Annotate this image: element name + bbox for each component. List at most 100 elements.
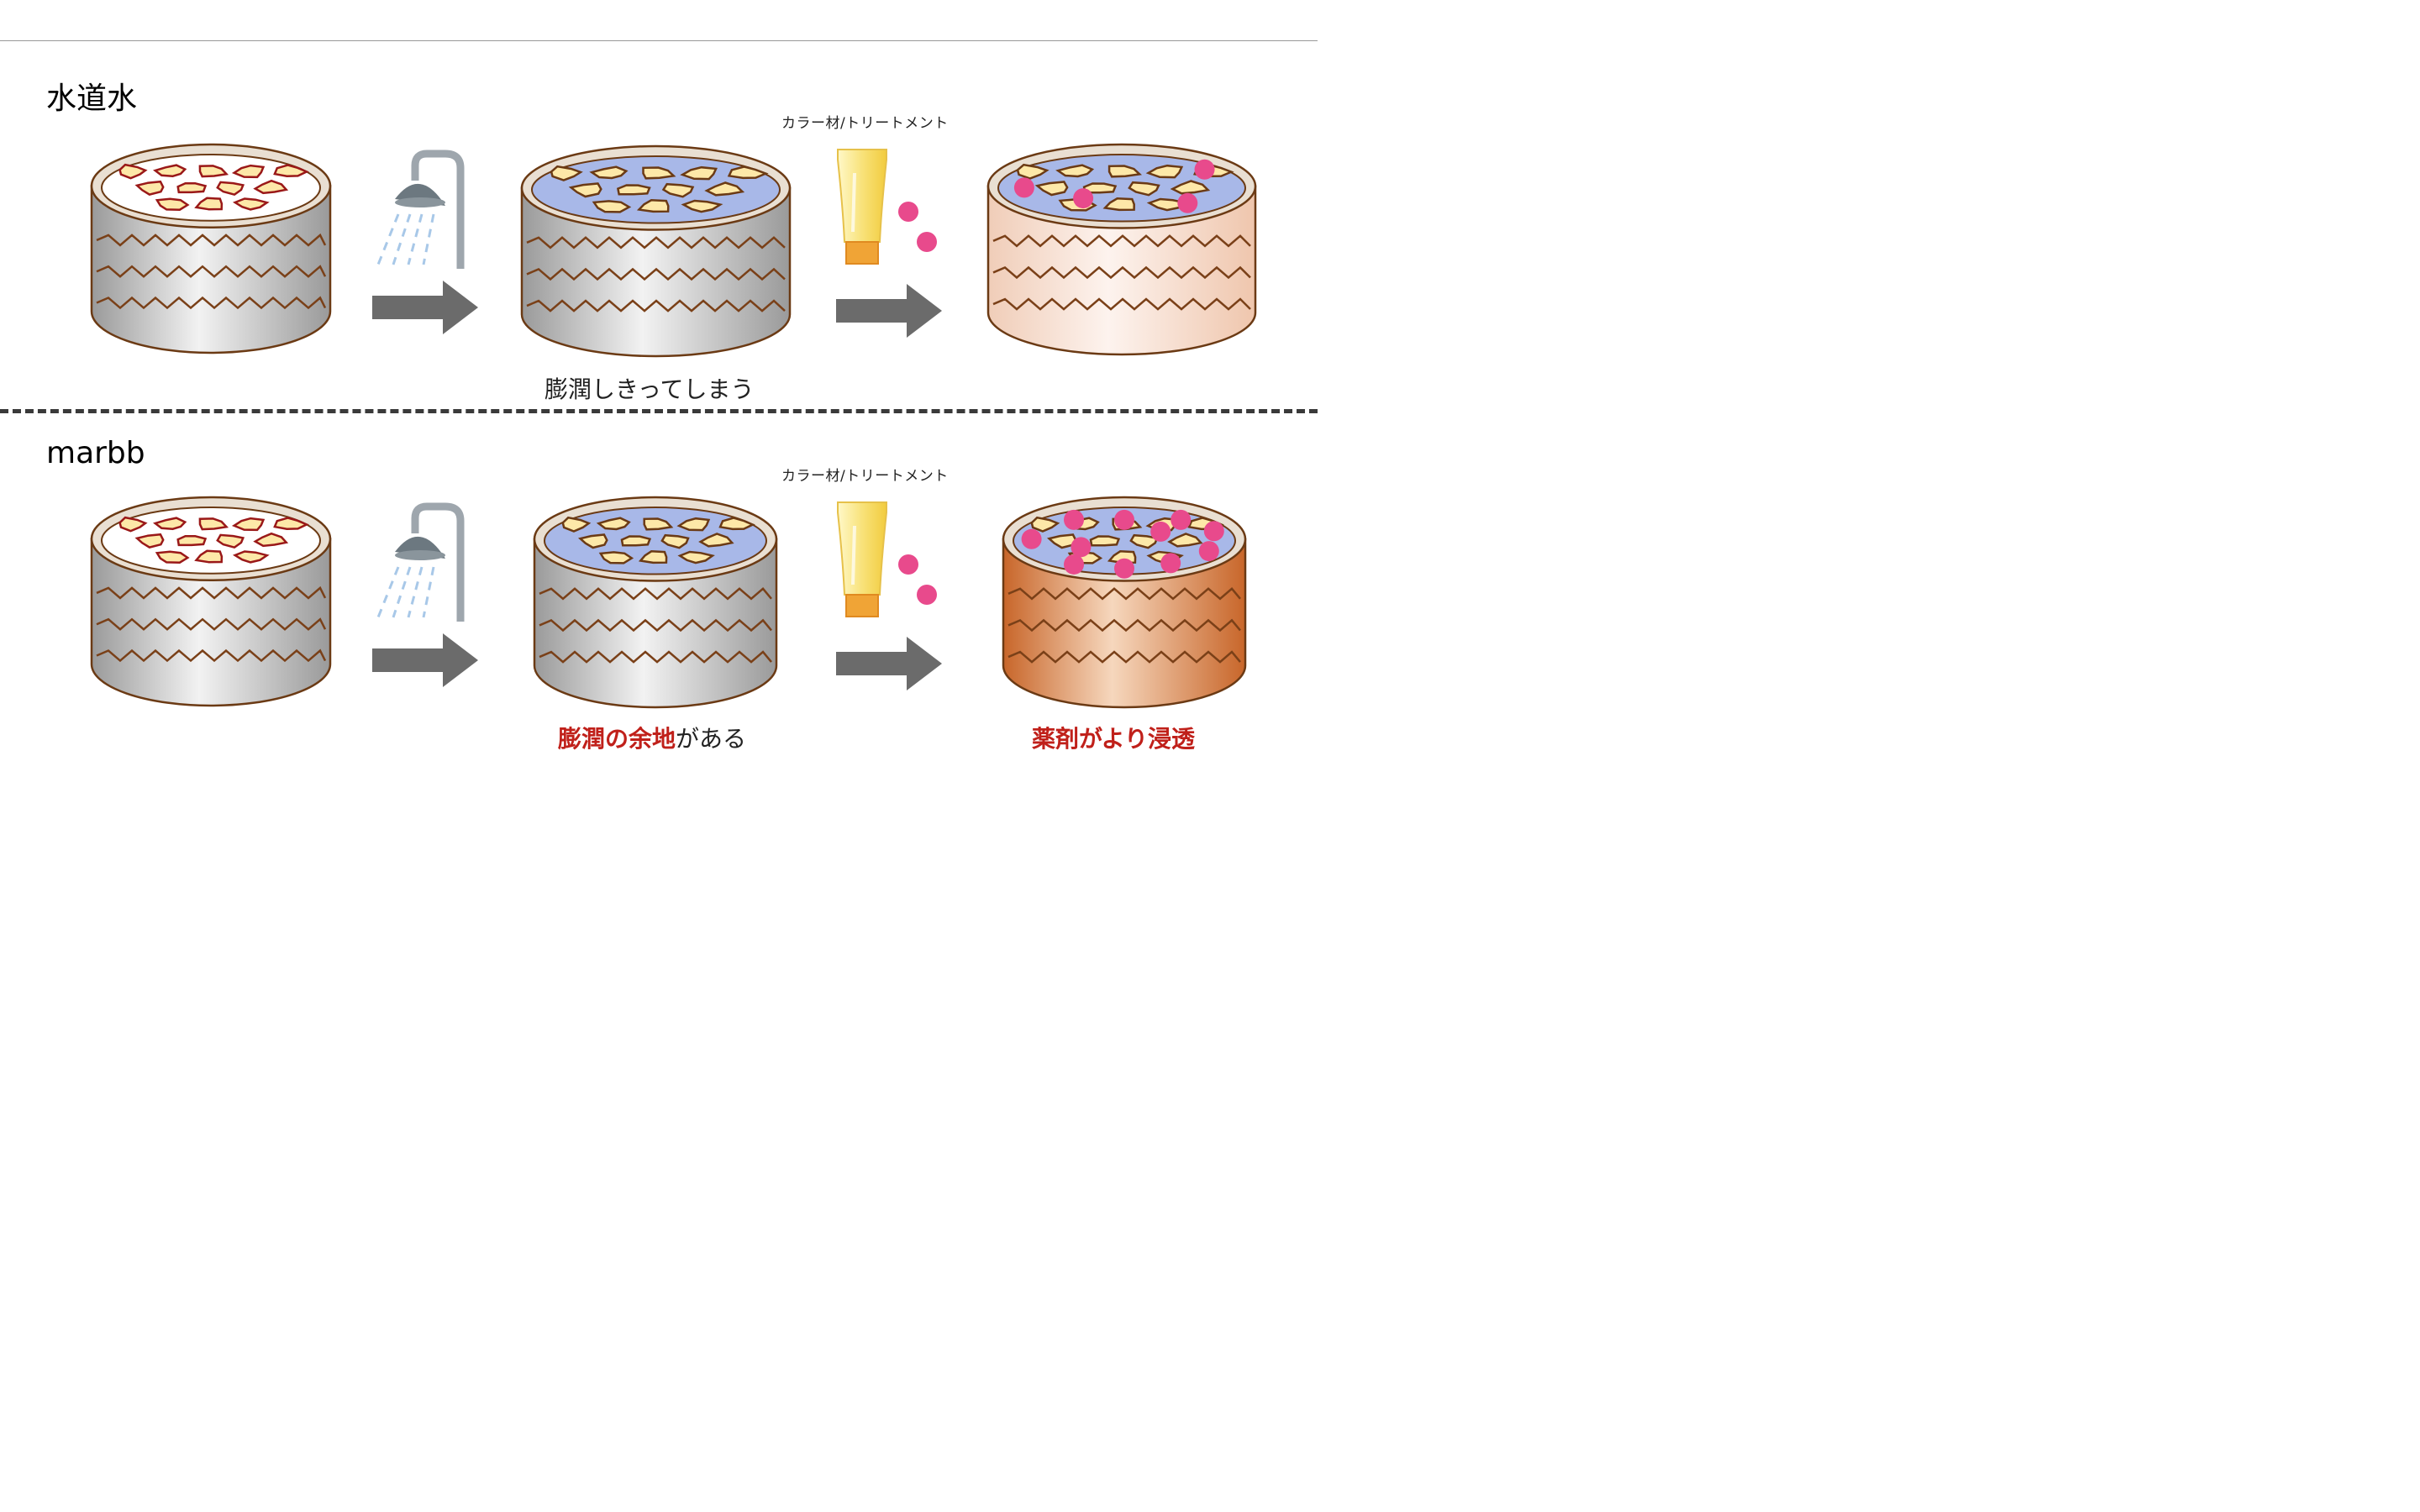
cuticle-line — [539, 587, 772, 601]
dye-dot — [1160, 553, 1181, 574]
cuticle-line — [526, 267, 786, 281]
cortex-cell — [561, 516, 592, 533]
water-stream — [422, 566, 435, 618]
cortex-cell — [155, 197, 190, 211]
cortex-cell — [253, 532, 289, 548]
fiber-partial-2 — [533, 496, 778, 709]
fiber-result-2 — [1002, 496, 1247, 709]
cortex-cell — [616, 184, 651, 196]
cortex-cell — [598, 551, 634, 564]
dye-dot — [1071, 537, 1092, 558]
cortex-cell — [1016, 163, 1050, 180]
water-stream — [376, 213, 400, 265]
cortex-cell — [589, 165, 629, 180]
tube-icon — [837, 149, 937, 265]
dye-dot — [1013, 177, 1034, 198]
cortex-cell — [660, 533, 690, 549]
cuticle-line — [539, 650, 772, 664]
tube-body — [837, 149, 887, 243]
cortex-cell — [176, 534, 208, 547]
caption-more-penetration: 薬剤がより浸透 — [1032, 725, 1196, 753]
cortex-cell — [1034, 181, 1069, 197]
row-label-marbb: marbb — [46, 436, 145, 470]
cortex-cell — [152, 164, 187, 178]
cortex-cell — [680, 165, 718, 181]
cortex-cell — [198, 165, 229, 178]
dye-dot — [1203, 521, 1224, 542]
caption-rest: がある — [676, 725, 747, 753]
dye-dot — [1114, 509, 1134, 530]
cortex-cell — [118, 163, 148, 180]
dye-dot — [1171, 509, 1192, 530]
cortex-cell — [231, 164, 266, 179]
cortex-cell — [592, 200, 632, 213]
fiber-wall — [90, 538, 332, 707]
dye-dot — [1198, 541, 1219, 562]
cuticle-line — [96, 233, 327, 247]
cortex-cell — [152, 517, 187, 531]
cortex-cell — [642, 166, 676, 180]
cuticle-line — [1007, 587, 1241, 601]
dye-dot — [1021, 528, 1042, 549]
cortex-cell — [681, 199, 723, 213]
cuticle-line — [96, 296, 327, 310]
cortex-cell — [1055, 164, 1095, 178]
cortex-cell — [118, 516, 148, 533]
fiber-dry-2 — [90, 496, 332, 707]
cortex-cell — [194, 197, 224, 211]
cortex-cell — [176, 181, 208, 194]
cortex-cell — [727, 165, 769, 180]
cortex-cell — [661, 182, 695, 198]
dye-dot — [1194, 159, 1215, 180]
tube-body — [837, 501, 887, 596]
fiber-wall — [986, 185, 1257, 356]
cortex-cell — [1170, 180, 1211, 195]
cortex-cell — [1046, 533, 1077, 549]
cuticle-line — [526, 236, 786, 249]
fiber-swollen-1 — [520, 144, 792, 358]
cuticle-line — [96, 617, 327, 631]
tube-cap — [845, 594, 879, 617]
arrow-right-icon — [836, 284, 942, 338]
cuticle-line — [96, 585, 327, 600]
dye-dot — [1177, 192, 1198, 213]
cortex-cell — [273, 517, 309, 530]
cortex-cell — [677, 550, 715, 564]
caption-room-to-swell: 膨潤の余地がある — [558, 721, 746, 754]
cortex-cell — [216, 533, 245, 549]
cortex-cell — [231, 517, 266, 532]
arrow-right-icon — [372, 633, 478, 687]
arrow-right-icon — [372, 281, 478, 334]
cortex-cell — [134, 180, 165, 196]
dye-dot — [917, 232, 937, 252]
cortex-cell — [1128, 181, 1160, 197]
cortex-cell — [596, 517, 631, 531]
dye-dot — [1073, 188, 1094, 209]
cortex-cell — [676, 517, 711, 532]
shower-icon — [376, 150, 465, 269]
tube-cap — [845, 241, 879, 265]
cortex-cell — [636, 199, 670, 213]
arrow-right-icon — [836, 637, 942, 690]
product-label-1: カラー材/トリートメント — [781, 115, 949, 132]
caption-accent: 膨潤の余地 — [558, 725, 676, 753]
cortex-cell — [134, 533, 165, 549]
cortex-cell — [216, 181, 245, 197]
cuticle-line — [526, 299, 786, 312]
dye-dot — [1114, 558, 1134, 579]
fiber-wall — [520, 186, 792, 358]
water-stream — [422, 213, 435, 265]
cortex-cell — [1102, 197, 1135, 212]
cuticle-line — [1007, 618, 1241, 633]
shower-icon — [376, 502, 465, 622]
caption-fully-swollen: 膨潤しきってしまう — [544, 375, 755, 403]
top-rule — [0, 40, 1318, 41]
cuticle-line — [992, 265, 1251, 280]
cortex-cell — [577, 533, 608, 549]
dye-dot — [917, 585, 937, 605]
cuticle-line — [96, 265, 327, 278]
cortex-cell — [643, 517, 674, 531]
cuticle-line — [96, 648, 327, 663]
water-stream — [376, 566, 400, 618]
cortex-cell — [638, 550, 668, 564]
